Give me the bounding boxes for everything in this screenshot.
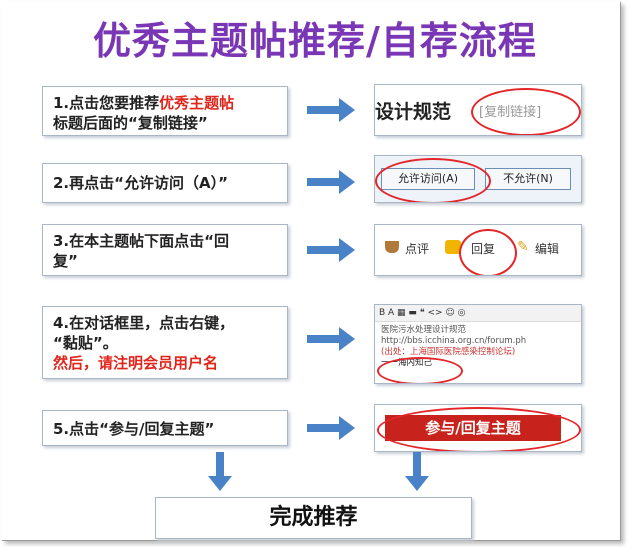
step-1-post: 标题后面的“复制链接”	[53, 114, 208, 132]
screenshot-submit: 参与/回复主题	[374, 404, 582, 452]
slide-frame	[2, 2, 621, 541]
arrow-right-icon	[307, 170, 355, 194]
arrow-right-icon	[307, 327, 355, 351]
editor-line: 医院污水处理设计规范	[381, 325, 467, 335]
edit-link[interactable]: 编辑	[535, 242, 560, 256]
step-1-pre: 1.点击您要推荐	[53, 94, 160, 112]
arrow-down-icon	[405, 452, 429, 491]
arrow-right-icon	[307, 238, 355, 262]
step-1-highlight: 优秀主题帖	[159, 94, 235, 112]
step-5-text: 5.点击“参与/回复主题”	[53, 420, 215, 438]
step-4-line1: 4.在对话框里，点击右键，	[53, 314, 235, 332]
highlight-ellipse	[375, 158, 491, 202]
highlight-ellipse	[459, 229, 517, 275]
screenshot-reply: 点评 回复 ✎ 编辑	[374, 224, 582, 276]
page-title: 优秀主题帖推荐/自荐流程	[93, 19, 537, 63]
highlight-ellipse	[471, 88, 581, 135]
reply-icon	[445, 240, 461, 254]
comment-link[interactable]: 点评	[405, 242, 430, 256]
highlight-ellipse	[377, 357, 463, 383]
step-5-box: 5.点击“参与/回复主题”	[42, 410, 288, 446]
coffee-icon	[385, 241, 399, 253]
step-4-note: 然后，请注明会员用户名	[53, 354, 219, 372]
step-3-text: 3.在本主题帖下面点击“回复”	[53, 232, 229, 270]
step-3-box: 3.在本主题帖下面点击“回复”	[42, 224, 288, 276]
screenshot-copy-link: 设计规范 [复制链接]	[374, 84, 582, 136]
editor-line: (出处：上海国际医院感染控制论坛)	[381, 347, 516, 357]
editor-toolbar[interactable]: B A ▦ ▬ ❝ <> ☺ ◎	[375, 305, 581, 322]
step-1-box: 1.点击您要推荐优秀主题帖 标题后面的“复制链接”	[42, 86, 288, 136]
pencil-icon: ✎	[517, 239, 529, 255]
highlight-ellipse	[377, 407, 581, 451]
step-4-line2: “黏贴”。	[53, 334, 118, 352]
screenshot-paste: B A ▦ ▬ ❝ <> ☺ ◎ 医院污水处理设计规范 http://bbs.i…	[374, 304, 582, 384]
arrow-down-icon	[208, 452, 232, 491]
arrow-right-icon	[307, 416, 355, 440]
screenshot-allow-access: 允许访问(A) 不允许(N)	[374, 155, 582, 203]
step-4-box: 4.在对话框里，点击右键， “黏贴”。 然后，请注明会员用户名	[42, 306, 288, 379]
final-box: 完成推荐	[155, 497, 472, 539]
shot-1-title: 设计规范	[375, 101, 452, 123]
arrow-right-icon	[307, 98, 355, 122]
step-2-box: 2.再点击“允许访问（A）”	[42, 163, 288, 203]
editor-line: http://bbs.icchina.org.cn/forum.ph	[381, 336, 527, 346]
deny-access-button[interactable]: 不允许(N)	[485, 168, 571, 190]
step-2-text: 2.再点击“允许访问（A）”	[53, 174, 228, 192]
